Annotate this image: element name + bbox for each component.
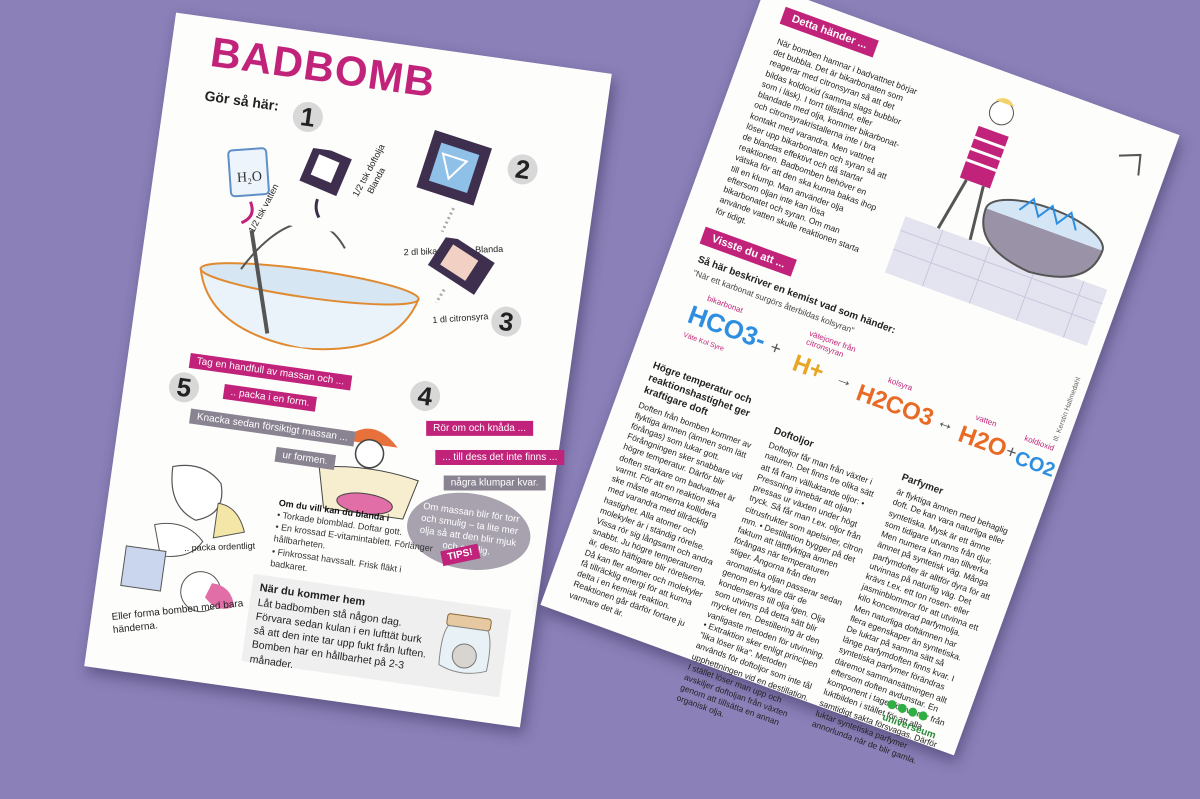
ribbon-handful: Tag en handfull av massan och ... [188, 352, 353, 391]
kneading-girl-illustration [318, 428, 419, 520]
left-sheet: BADBOMB Gör så här: 1 H₂O 1/2 tsk vatten… [84, 12, 612, 728]
happens-text: När bomben hamnar i badvattnet börjar de… [714, 36, 919, 255]
step-number-4: 4 [408, 379, 443, 413]
right-sheet: Detta händer ... När bomben hamnar i bad… [540, 0, 1180, 766]
ribbon-lumps: några klumpar kvar. [443, 475, 546, 491]
bath-illustration [884, 98, 1142, 347]
citric-acid-illustration [427, 234, 495, 304]
instructions-heading: Gör så här: [203, 87, 280, 114]
citric-acid-label: 1 dl citronsyra [432, 311, 489, 326]
water-and-oil-illustration: H₂O [227, 143, 352, 225]
plus-1: + [767, 336, 785, 360]
baking-soda-illustration [416, 130, 492, 233]
arrow-1: → [832, 366, 857, 392]
svg-text:H₂O: H₂O [236, 169, 262, 186]
arrow-2: ↔ [934, 410, 959, 436]
ribbon-pack: .. packa i en form. [222, 383, 318, 412]
mould-hands-illustration [154, 464, 246, 557]
step-number-1: 1 [290, 100, 325, 134]
ribbon-until: ... till dess det inte finns ... [435, 449, 565, 465]
water-formula: H2O [954, 420, 1011, 463]
jar-illustration [438, 613, 492, 674]
mixing-bowl-illustration [199, 221, 420, 351]
illustrator-credit: Ill. Kerstin Hallmedahl [1052, 376, 1083, 443]
hand-shaping-illustration [120, 545, 234, 613]
step-number-5: 5 [167, 370, 201, 405]
h-ion-formula: H+ [789, 349, 828, 386]
